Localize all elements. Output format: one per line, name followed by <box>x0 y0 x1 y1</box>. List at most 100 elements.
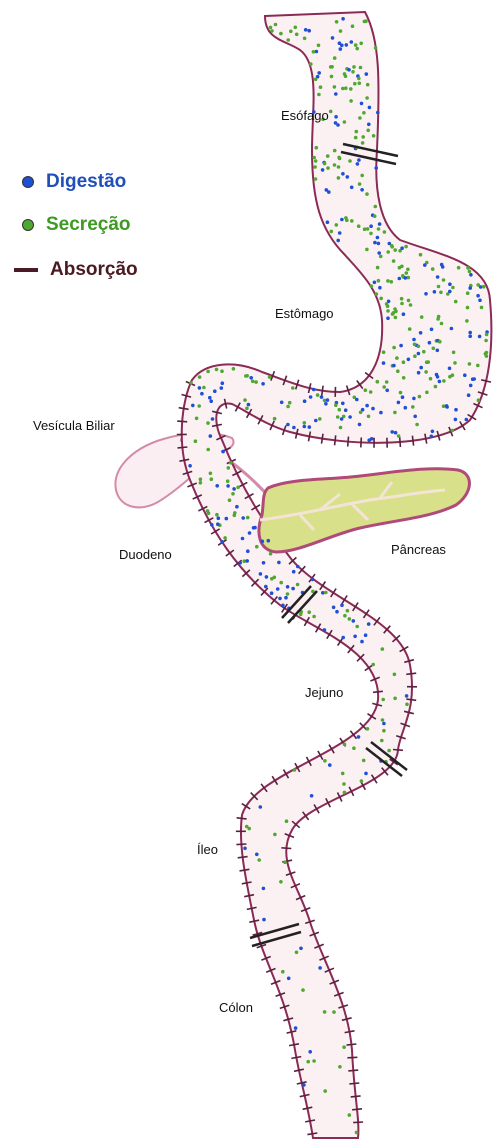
tract-dot <box>246 549 250 553</box>
tract-dot <box>336 239 340 243</box>
tract-dot <box>273 833 277 837</box>
tract-dot <box>465 418 469 422</box>
tract-dot <box>467 393 471 397</box>
tract-dot <box>236 486 240 490</box>
tract-dot <box>424 370 428 374</box>
tract-dot <box>417 371 421 375</box>
tract-dot <box>314 419 318 423</box>
tract-dot <box>442 379 446 383</box>
tract-dot <box>340 603 344 607</box>
tract-dot <box>469 273 473 277</box>
tract-dot <box>349 87 353 91</box>
tract-dot <box>412 397 416 401</box>
tract-dot <box>309 395 313 399</box>
absorption-tick <box>237 818 247 819</box>
tract-dot <box>334 92 338 96</box>
tract-dot <box>206 421 210 425</box>
tract-dot <box>296 565 300 569</box>
tract-dot <box>413 415 417 419</box>
tract-dot <box>382 350 386 354</box>
tract-dot <box>485 351 489 355</box>
tract-dot <box>424 292 428 296</box>
tract-dot <box>371 663 375 667</box>
tract-dot <box>352 619 356 623</box>
tract-dot <box>438 380 442 384</box>
tract-dot <box>451 429 455 433</box>
tract-dot <box>365 404 369 408</box>
tract-dot <box>317 93 321 97</box>
tract-dot <box>341 87 345 91</box>
tract-dot <box>360 102 364 106</box>
tract-dot <box>356 162 360 166</box>
tract-dot <box>293 768 297 772</box>
tract-dot <box>301 988 305 992</box>
tract-dot <box>202 386 206 390</box>
tract-dot <box>361 141 365 145</box>
tract-dot <box>333 85 337 89</box>
tract-dot <box>417 352 421 356</box>
tract-dot <box>381 698 385 702</box>
tract-dot <box>431 267 435 271</box>
tract-dot <box>243 398 247 402</box>
tract-dot <box>382 729 386 733</box>
tract-dot <box>294 1026 298 1030</box>
tract-dot <box>314 78 318 82</box>
tract-dot <box>270 577 274 581</box>
tract-dot <box>269 26 273 30</box>
tract-dot <box>357 224 361 228</box>
tract-dot <box>221 450 225 454</box>
tract-dot <box>463 373 467 377</box>
tract-dot <box>291 386 295 390</box>
tract-dot <box>408 327 412 331</box>
tract-dot <box>350 186 354 190</box>
tract-dot <box>335 223 339 227</box>
tract-dot <box>262 887 266 891</box>
tract-dot <box>215 484 219 488</box>
tract-dot <box>419 366 423 370</box>
tract-dot <box>328 763 332 767</box>
tract-dot <box>288 401 292 405</box>
tract-dot <box>383 230 387 234</box>
tract-dot <box>195 417 199 421</box>
tract-dot <box>407 299 411 303</box>
tract-dot <box>338 1065 342 1069</box>
tract-dot <box>397 401 401 405</box>
tract-dot <box>382 385 386 389</box>
tract-dot <box>341 402 345 406</box>
absorption-tick <box>406 673 416 674</box>
absorption-tick <box>349 1083 359 1084</box>
tract-dot <box>287 977 291 981</box>
tract-dot <box>442 278 446 282</box>
tract-dot <box>448 375 452 379</box>
tract-dot <box>359 66 363 70</box>
tract-dot <box>334 403 338 407</box>
tract-dot <box>330 230 334 234</box>
tract-dot <box>241 516 245 520</box>
tract-dot <box>299 613 303 617</box>
tract-dot <box>468 334 472 338</box>
tract-dot <box>373 214 377 218</box>
tract-dot <box>340 417 344 421</box>
tract-dot <box>372 134 376 138</box>
tract-dot <box>330 75 334 79</box>
tract-dot <box>482 285 486 289</box>
tract-dot <box>390 280 394 284</box>
tract-dot <box>401 395 405 399</box>
tract-dot <box>434 385 438 389</box>
tract-dot <box>216 522 220 526</box>
tract-dot <box>350 40 354 44</box>
tract-dot <box>413 343 417 347</box>
tract-dot <box>321 168 325 172</box>
tract-dot <box>379 255 383 259</box>
tract-dot <box>365 72 369 76</box>
tract-dot <box>343 791 347 795</box>
tract-dot <box>317 71 321 75</box>
tract-dot <box>352 746 356 750</box>
tract-dot <box>308 425 312 429</box>
tract-dot <box>386 250 390 254</box>
tract-dot <box>387 749 391 753</box>
tract-dot <box>313 165 317 169</box>
tract-dot <box>303 425 307 429</box>
tract-dot <box>199 481 203 485</box>
tract-dot <box>261 382 265 386</box>
